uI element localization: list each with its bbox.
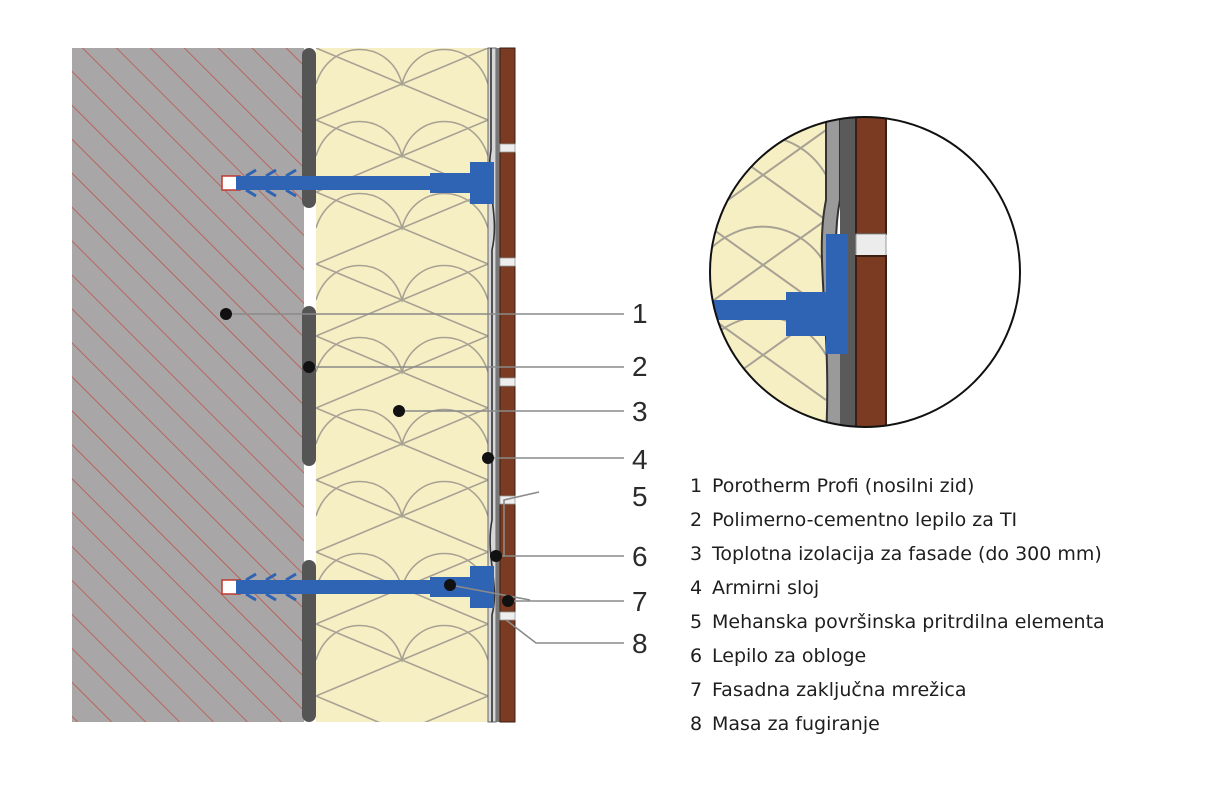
legend-text: Masa za fugiranje	[712, 713, 880, 735]
legend-item: 4 Armirni sloj	[690, 574, 1105, 608]
adhesive-dab	[302, 48, 316, 208]
leader-dot	[220, 308, 232, 320]
legend-item: 2 Polimerno-cementno lepilo za TI	[690, 506, 1105, 540]
grout-joint	[499, 143, 516, 153]
legend-item: 7 Fasadna zaključna mrežica	[690, 676, 1105, 710]
detail-anchor-sleeve	[786, 292, 830, 336]
callout-8: 8	[632, 628, 648, 659]
legend-number: 4	[690, 577, 703, 599]
legend-text: Lepilo za obloge	[712, 645, 867, 667]
detail-anchor-shaft	[710, 300, 790, 320]
leader-line-7	[449, 584, 531, 601]
callout-2: 2	[632, 351, 648, 382]
tile	[499, 47, 516, 145]
legend-number: 2	[690, 509, 703, 531]
callout-4: 4	[632, 444, 648, 475]
legend-text: Porotherm Profi (nosilni zid)	[712, 475, 975, 497]
thermal-insulation	[316, 48, 488, 722]
detail-tile	[855, 117, 887, 235]
leader-dot	[303, 361, 315, 373]
detail-zoom	[710, 117, 1020, 427]
legend-number: 1	[690, 475, 703, 497]
grout-joint	[499, 377, 516, 387]
callout-1: 1	[632, 298, 648, 329]
anchor-top	[221, 162, 494, 204]
detail-zoom-border	[709, 116, 1021, 428]
legend-number: 3	[690, 543, 703, 565]
leader-line-5	[503, 491, 540, 556]
legend-text: Toplotna izolacija za fasade (do 300 mm)	[712, 543, 1102, 565]
grout-joint	[499, 257, 516, 267]
leader-lines	[226, 313, 624, 644]
anchor-bottom	[221, 566, 494, 608]
tile	[499, 151, 516, 259]
legend-number: 6	[690, 645, 703, 667]
leader-dot	[482, 452, 494, 464]
tile	[499, 385, 516, 497]
legend-number: 5	[690, 611, 703, 633]
legend-item: 5 Mehanska površinska pritrdilna elementa	[690, 608, 1105, 642]
leader-dot	[444, 579, 456, 591]
grout-joint	[499, 611, 516, 621]
leader-dot	[490, 550, 502, 562]
legend-item: 6 Lepilo za obloge	[690, 642, 1105, 676]
legend: 1 Porotherm Profi (nosilni zid) 2 Polimern…	[690, 472, 1105, 744]
adhesive-dab	[302, 306, 316, 466]
legend-text: Mehanska površinska pritrdilna elementa	[712, 611, 1105, 633]
tile	[499, 619, 516, 723]
callout-6: 6	[632, 541, 648, 572]
legend-text: Fasadna zaključna mrežica	[712, 679, 967, 701]
callout-3: 3	[632, 396, 648, 427]
leader-dot	[393, 405, 405, 417]
tile-adhesive	[496, 48, 500, 722]
legend-item: 1 Porotherm Profi (nosilni zid)	[690, 472, 1105, 506]
leader-line-8	[505, 619, 624, 644]
legend-number: 8	[690, 713, 703, 735]
detail-grout	[855, 233, 887, 257]
legend-text: Polimerno-cementno lepilo za TI	[712, 509, 1018, 531]
tile	[499, 265, 516, 379]
detail-insulation	[710, 117, 826, 427]
legend-item: 3 Toplotna izolacija za fasade (do 300 mm…	[690, 540, 1105, 574]
detail-anchor-plate	[826, 234, 848, 354]
adhesive-dab	[302, 560, 316, 722]
callout-7: 7	[632, 586, 648, 617]
leader-dot	[502, 595, 514, 607]
legend-item: 8 Masa za fugiranje	[690, 710, 1105, 744]
legend-text: Armirni sloj	[712, 577, 820, 599]
leader-dots	[220, 308, 514, 607]
callout-5: 5	[632, 481, 648, 512]
legend-number: 7	[690, 679, 703, 701]
load-bearing-wall	[72, 48, 304, 722]
detail-tile	[855, 255, 887, 427]
adhesive-strips	[302, 48, 316, 722]
